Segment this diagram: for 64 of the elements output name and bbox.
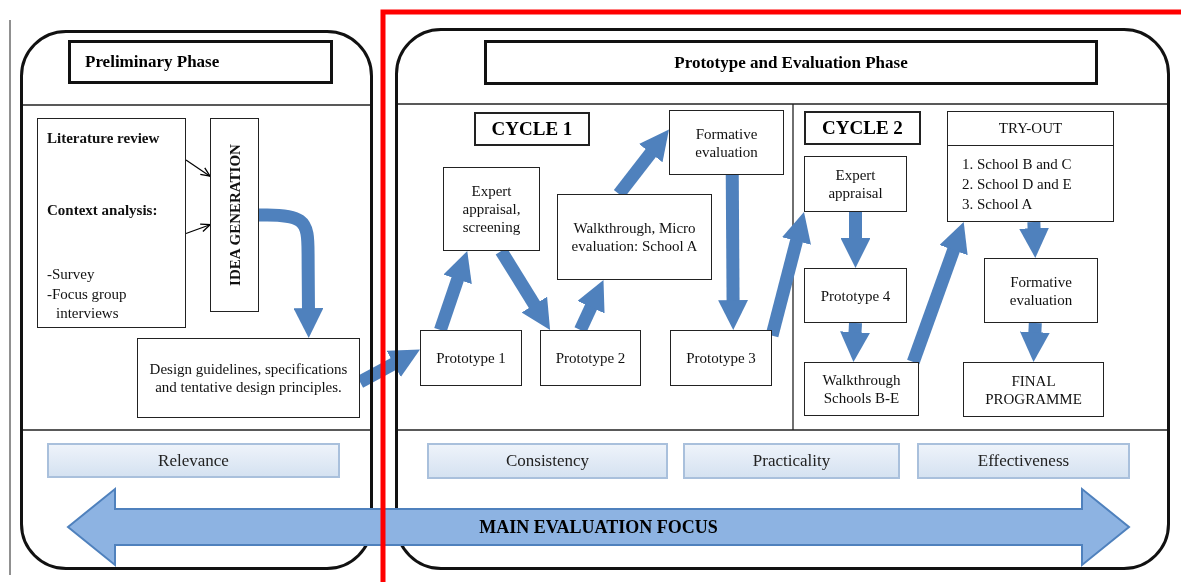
box-heading: TRY-OUT (948, 112, 1113, 146)
criterion-bar (427, 443, 668, 479)
process-box (210, 118, 259, 312)
cycle-title: CYCLE 2 (822, 117, 903, 139)
criterion-label: Practicality (752, 451, 831, 471)
process-box (557, 194, 712, 280)
box-text: IDEA GENERATION (225, 144, 244, 286)
process-box (137, 338, 360, 418)
phase-heading-box (68, 40, 333, 84)
phase-title: Preliminary Phase (84, 52, 221, 72)
phase-title: Prototype and Evaluation Phase (673, 52, 909, 73)
cycle-title: CYCLE 1 (491, 118, 573, 140)
box-text: Design guidelines, specifications and tentative design principles. (148, 360, 349, 396)
process-box (669, 110, 784, 175)
box-text: Prototype 2 (555, 349, 626, 367)
list-item: 3. School A (961, 195, 1034, 214)
criterion-bar (47, 443, 340, 478)
cycle-heading-box (474, 112, 590, 146)
process-box (804, 156, 907, 212)
box-text: FINAL PROGRAMME (984, 371, 1083, 408)
block-arrow (840, 212, 871, 268)
criterion-label: Effectiveness (977, 451, 1070, 471)
process-box (963, 362, 1104, 417)
block-arrow (718, 174, 748, 330)
criterion-bar (917, 443, 1130, 479)
box-text: Expert appraisal (827, 166, 884, 202)
criterion-bar (683, 443, 900, 479)
list-item: -Focus group interviews (47, 285, 128, 323)
process-box (984, 258, 1098, 323)
box-text: Formative evaluation (1008, 272, 1074, 309)
arrow (185, 223, 211, 235)
process-box (670, 330, 772, 386)
box-text: Walkthrough, Micro evaluation: School A (570, 219, 699, 255)
box-text: Prototype 4 (820, 286, 891, 305)
cycle-heading-box (804, 111, 921, 145)
list-item: -Survey (47, 265, 96, 284)
list-item: 2. School D and E (961, 175, 1073, 194)
list-item: 1. School B and C (961, 155, 1073, 174)
process-box (420, 330, 522, 386)
arrow (185, 159, 211, 177)
criterion-label: Consistency (505, 451, 590, 471)
arrow-label: MAIN EVALUATION FOCUS (478, 516, 719, 538)
box-text: Expert appraisal, screening (461, 182, 522, 236)
block-arrow (765, 212, 811, 338)
process-box (804, 268, 907, 323)
block-arrow (840, 322, 870, 362)
source-heading: Context analysis: (47, 201, 159, 220)
process-box (947, 111, 1114, 222)
box-text: Prototype 3 (686, 349, 756, 367)
block-arrow (1019, 322, 1050, 362)
box-text: Walkthrough Schools B-E (821, 371, 902, 407)
block-arrow (1019, 221, 1050, 258)
process-box (804, 362, 919, 416)
process-box (540, 330, 641, 386)
double-arrow (67, 488, 1130, 566)
block-arrow (907, 222, 968, 365)
process-box (443, 167, 540, 251)
phase-panel (20, 30, 373, 570)
box-text: Prototype 1 (436, 349, 506, 367)
source-heading: Literature review (47, 129, 161, 148)
box-text: Formative evaluation (694, 124, 759, 161)
criterion-label: Relevance (158, 450, 229, 471)
process-box (37, 118, 186, 328)
phase-heading-box (484, 40, 1098, 85)
